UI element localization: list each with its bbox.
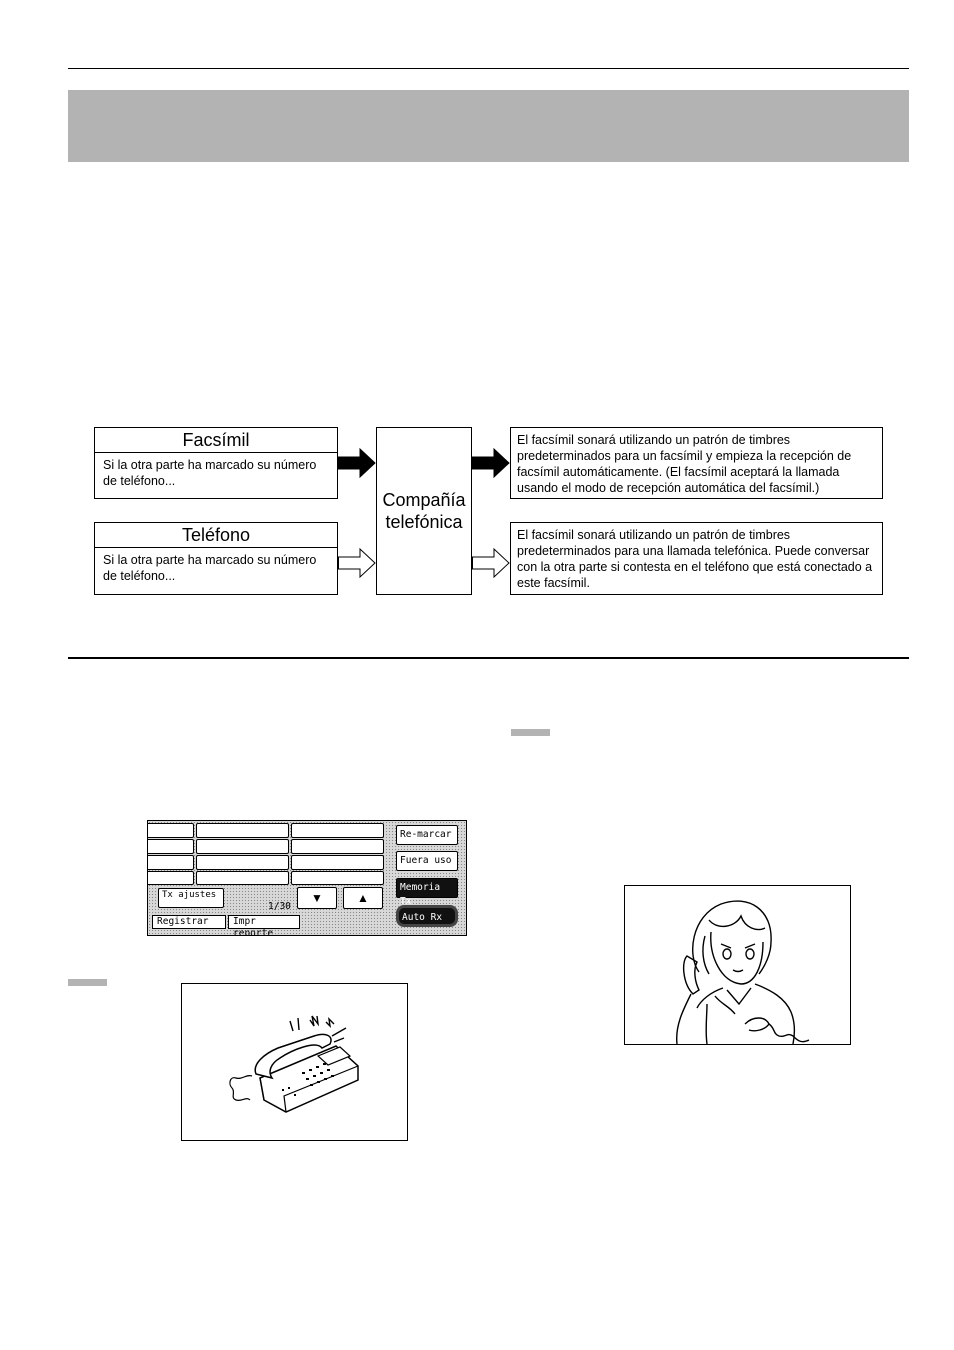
panel-grid-cell[interactable] xyxy=(291,839,384,854)
fax-box: Facsímil Si la otra parte ha marcado su … xyxy=(94,427,338,499)
panel-grid-cell[interactable] xyxy=(291,855,384,870)
person-on-phone-illustration xyxy=(624,885,851,1045)
phone-result-box: El facsímil sonará utilizando un patrón … xyxy=(510,522,883,595)
register-tab[interactable]: Registrar xyxy=(152,915,226,929)
step-marker-right xyxy=(511,729,550,736)
ringing-phone-icon xyxy=(229,1015,359,1113)
step-marker-left xyxy=(68,979,107,986)
phone-box-body: Si la otra parte ha marcado su número de… xyxy=(103,553,317,583)
fax-result-text: El facsímil sonará utilizando un patrón … xyxy=(517,433,852,495)
panel-grid-cell[interactable] xyxy=(291,871,384,885)
panel-grid-cell[interactable] xyxy=(196,823,289,838)
print-report-tab[interactable]: Impr reporte xyxy=(228,915,300,935)
panel-grid-cell[interactable] xyxy=(196,855,289,870)
fax-control-panel: Tx ajustes 1/30 ▼ ▲ Registrar Impr repor… xyxy=(147,820,467,936)
auto-rx-button[interactable]: Auto Rx xyxy=(396,905,458,927)
memory-tx-button[interactable]: Memoria Tx xyxy=(396,878,458,907)
phone-box: Teléfono Si la otra parte ha marcado su … xyxy=(94,522,338,595)
panel-grid-cell[interactable] xyxy=(148,871,194,885)
panel-grid-cell[interactable] xyxy=(196,839,289,854)
phone-box-title: Teléfono xyxy=(95,523,337,548)
panel-grid-cell[interactable] xyxy=(291,823,384,838)
fax-result-box: El facsímil sonará utilizando un patrón … xyxy=(510,427,883,499)
out-of-use-button[interactable]: Fuera uso xyxy=(396,851,458,871)
panel-grid-cell[interactable] xyxy=(148,855,194,870)
tx-settings-button[interactable]: Tx ajustes xyxy=(158,888,224,908)
panel-grid-cell[interactable] xyxy=(148,823,194,838)
phone-arrow-outline xyxy=(338,548,376,578)
phone-company-line2: telefónica xyxy=(385,512,463,532)
phone-company-line1: Compañía xyxy=(382,490,466,510)
section-header-banner xyxy=(68,90,909,162)
section-divider xyxy=(68,657,909,659)
top-rule xyxy=(68,68,909,69)
fax-arrow-solid xyxy=(338,448,376,478)
fax-box-title: Facsímil xyxy=(95,428,337,453)
person-talking-on-phone-icon xyxy=(675,900,810,1045)
phone-company-box: Compañía telefónica xyxy=(376,427,472,595)
redial-button[interactable]: Re-marcar xyxy=(396,825,458,845)
fax-result-arrow-solid xyxy=(472,448,510,478)
scroll-down-button[interactable]: ▼ xyxy=(297,887,337,909)
scroll-up-button[interactable]: ▲ xyxy=(343,887,383,909)
fax-box-body: Si la otra parte ha marcado su número de… xyxy=(103,458,317,488)
page-count: 1/30 xyxy=(268,901,291,912)
ringing-phone-illustration xyxy=(181,983,408,1141)
phone-result-arrow-outline xyxy=(472,548,510,578)
panel-grid-cell[interactable] xyxy=(148,839,194,854)
phone-result-text: El facsímil sonará utilizando un patrón … xyxy=(517,528,873,590)
panel-grid-cell[interactable] xyxy=(196,871,289,885)
